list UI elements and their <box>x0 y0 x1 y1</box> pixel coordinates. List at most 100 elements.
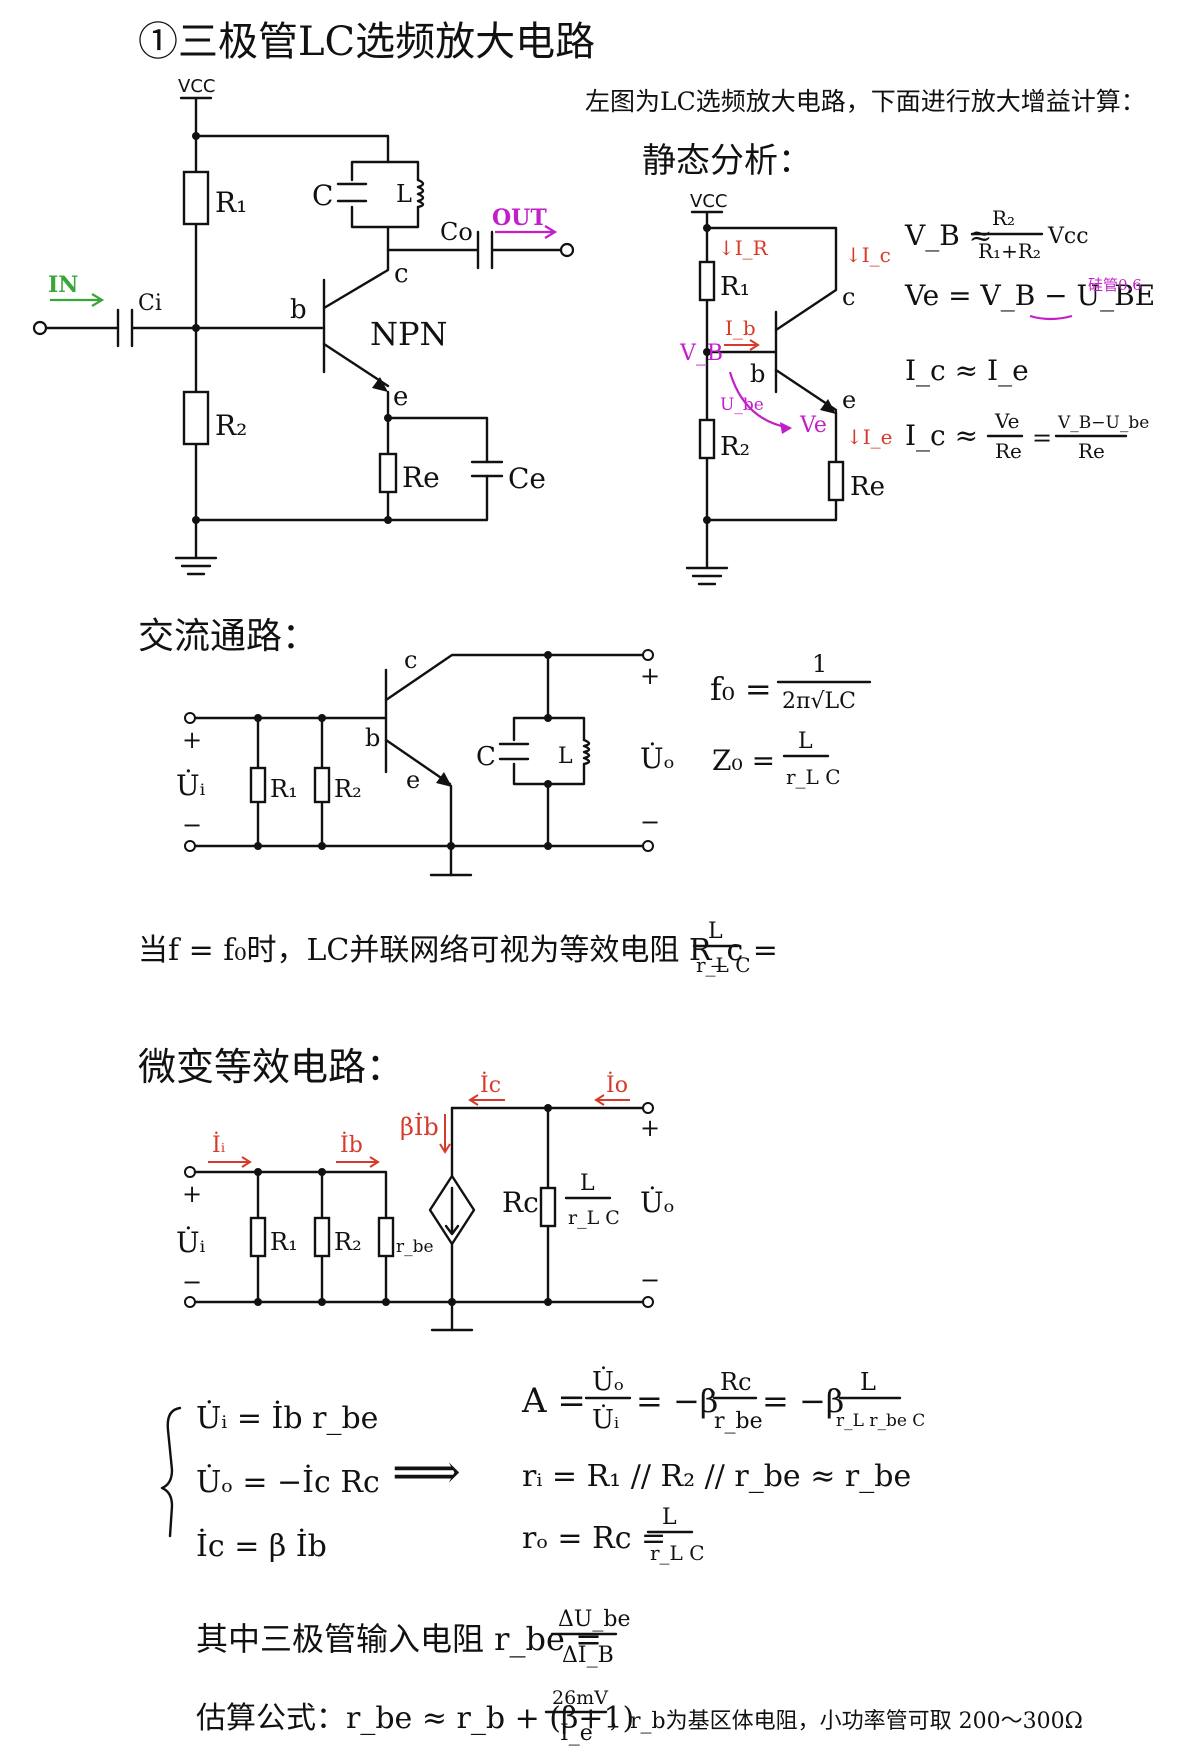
r1-dc-resistor <box>698 260 716 302</box>
gain-num1: U̇ₒ <box>592 1366 624 1397</box>
ib-dc-label: I_b <box>725 316 756 340</box>
gain-num2: Rc <box>720 1368 752 1396</box>
ss-in-plus: + <box>182 1180 202 1208</box>
static-analysis-heading: 静态分析： <box>642 141 812 181</box>
tank-ac-c-label: C <box>476 742 496 772</box>
ac-path-heading: 交流通路： <box>138 616 318 657</box>
footer-notes: 其中三极管输入电阻 r_be = ΔU_be ΔI_B 估算公式：r_be ≈ … <box>196 1607 1083 1746</box>
base-ac-label: b <box>365 724 380 752</box>
footer-line1: 其中三极管输入电阻 r_be = <box>196 1620 602 1658</box>
ss-uo-label: U̇ₒ <box>640 1186 674 1219</box>
ic-eq-lhs: I_c ≈ <box>905 419 978 452</box>
ac-note-den: r_L C <box>696 953 751 977</box>
vcc-label: VCC <box>178 76 215 97</box>
ac-note-text: 当f = f₀时，LC并联网络可视为等效电阻 R_c = <box>138 933 778 968</box>
r1-resistor <box>182 170 210 226</box>
ac-equations: f₀ = 1 2π√LC Z₀ = L r_L C <box>710 650 872 789</box>
static-equations: V_B ≈ R₂ R₁+R₂ Vcc Ve = V_B − U_BE 硅管0.6… <box>904 206 1155 463</box>
controlled-source-diamond <box>428 1174 476 1246</box>
base-dc-label: b <box>750 360 765 388</box>
gain-mid1: = −β <box>636 1382 718 1420</box>
rbe-ss-label: r_be <box>396 1237 434 1257</box>
ic-eq-den1: Re <box>995 439 1022 463</box>
emitter-dc-label: e <box>842 386 856 414</box>
ac-ui-label: U̇ᵢ <box>176 769 206 802</box>
implies-arrow: ⟹ <box>392 1444 461 1500</box>
vb-eq-num: R₂ <box>992 206 1015 230</box>
small-signal-circuit: R₁ R₂ r_be İᵢ İb + U̇ᵢ − βİb İc İo Rc L … <box>176 1071 674 1332</box>
vb-eq-tail: Vcc <box>1047 224 1089 249</box>
z0-eq-lhs: Z₀ = <box>712 744 775 777</box>
ic-dc-label: ↓I_c <box>845 243 891 267</box>
rbe-ss-resistor <box>377 1216 395 1258</box>
out-label: OUT <box>492 205 547 231</box>
vb-eq-lhs: V_B ≈ <box>904 219 992 252</box>
z0-eq-num: L <box>798 729 813 754</box>
r2-ac-resistor <box>313 766 331 804</box>
system-eq3: İc = β İb <box>196 1528 327 1564</box>
r1-ac-resistor <box>249 766 267 804</box>
ci-label: Ci <box>138 291 162 316</box>
beta-ib-label: βİb <box>400 1112 439 1141</box>
r1-ac-label: R₁ <box>270 775 298 803</box>
ce-label: Ce <box>508 462 546 495</box>
r2-dc-resistor <box>698 418 716 460</box>
f0-eq-lhs: f₀ = <box>710 670 772 708</box>
io-ss-label: İo <box>606 1071 628 1098</box>
output-resistance-num: L <box>662 1505 677 1530</box>
system-eq1: U̇ᵢ = İb r_be <box>196 1400 378 1436</box>
ic-ie-eq: I_c ≈ I_e <box>905 354 1029 387</box>
ac-in-minus: − <box>182 811 202 839</box>
footer-den2: I_e <box>560 1721 593 1746</box>
ac-out-plus: + <box>640 662 660 690</box>
collector-ac-label: c <box>404 646 417 674</box>
tank-c-label: C <box>312 179 333 212</box>
input-terminal <box>32 320 48 336</box>
gain-mid2: = −β <box>762 1382 844 1420</box>
ve-eq-note: 硅管0.6 <box>1088 276 1142 294</box>
ii-label: İᵢ <box>212 1131 226 1158</box>
z0-eq-den: r_L C <box>786 765 841 789</box>
emitter-ac-label: e <box>406 766 420 794</box>
ac-in-plus: + <box>182 726 202 754</box>
vb-label: V_B <box>679 341 723 366</box>
r1-dc-label: R₁ <box>720 272 750 302</box>
re-resistor <box>378 452 398 494</box>
page-title: ①三极管LC选频放大电路 <box>138 19 595 65</box>
r1-ss-resistor <box>249 1216 267 1258</box>
footer-line2-tail: ，r_b为基区体电阻，小功率管可取 200～300Ω <box>608 1709 1083 1734</box>
ic-eq-den2: Re <box>1078 439 1105 463</box>
ss-out-minus: − <box>640 1266 660 1294</box>
ac-out-minus: − <box>640 808 660 836</box>
f0-eq-den: 2π√LC <box>782 689 856 714</box>
re-dc-label: Re <box>850 472 885 502</box>
in-label: IN <box>48 272 78 298</box>
ac-note-num: L <box>708 919 723 944</box>
ic-ss-label: İc <box>480 1071 501 1098</box>
footer-line2: 估算公式：r_be ≈ r_b + (β+1) <box>196 1701 634 1736</box>
collector-dc-label: c <box>842 283 855 311</box>
footer-den1: ΔI_B <box>562 1643 614 1668</box>
output-resistance-den: r_L C <box>650 1541 705 1565</box>
ss-out-plus: + <box>640 1114 660 1142</box>
gain-den1: U̇ᵢ <box>592 1404 619 1435</box>
rc-frac-den: r_L C <box>568 1207 620 1229</box>
co-label: Co <box>440 218 473 246</box>
ss-ui-label: U̇ᵢ <box>176 1226 206 1259</box>
output-terminal <box>559 242 575 258</box>
base-label: b <box>290 295 307 325</box>
tank-ac-l-label: L <box>558 744 573 769</box>
rc-ss-label: Rc <box>502 1186 539 1219</box>
npn-label: NPN <box>370 315 448 353</box>
r1-ss-label: R₁ <box>270 1228 298 1256</box>
r1-label: R₁ <box>215 186 247 219</box>
footer-num2: 26mV <box>552 1687 608 1709</box>
gain-den3: r_L r_be C <box>836 1411 925 1431</box>
re-dc-resistor <box>827 460 845 502</box>
ss-in-minus: − <box>182 1268 202 1296</box>
tank-l-label: L <box>396 180 412 208</box>
r2-dc-label: R₂ <box>720 432 750 462</box>
f0-eq-num: 1 <box>812 650 827 678</box>
system-eq2: U̇ₒ = −İc Rc <box>196 1464 380 1500</box>
